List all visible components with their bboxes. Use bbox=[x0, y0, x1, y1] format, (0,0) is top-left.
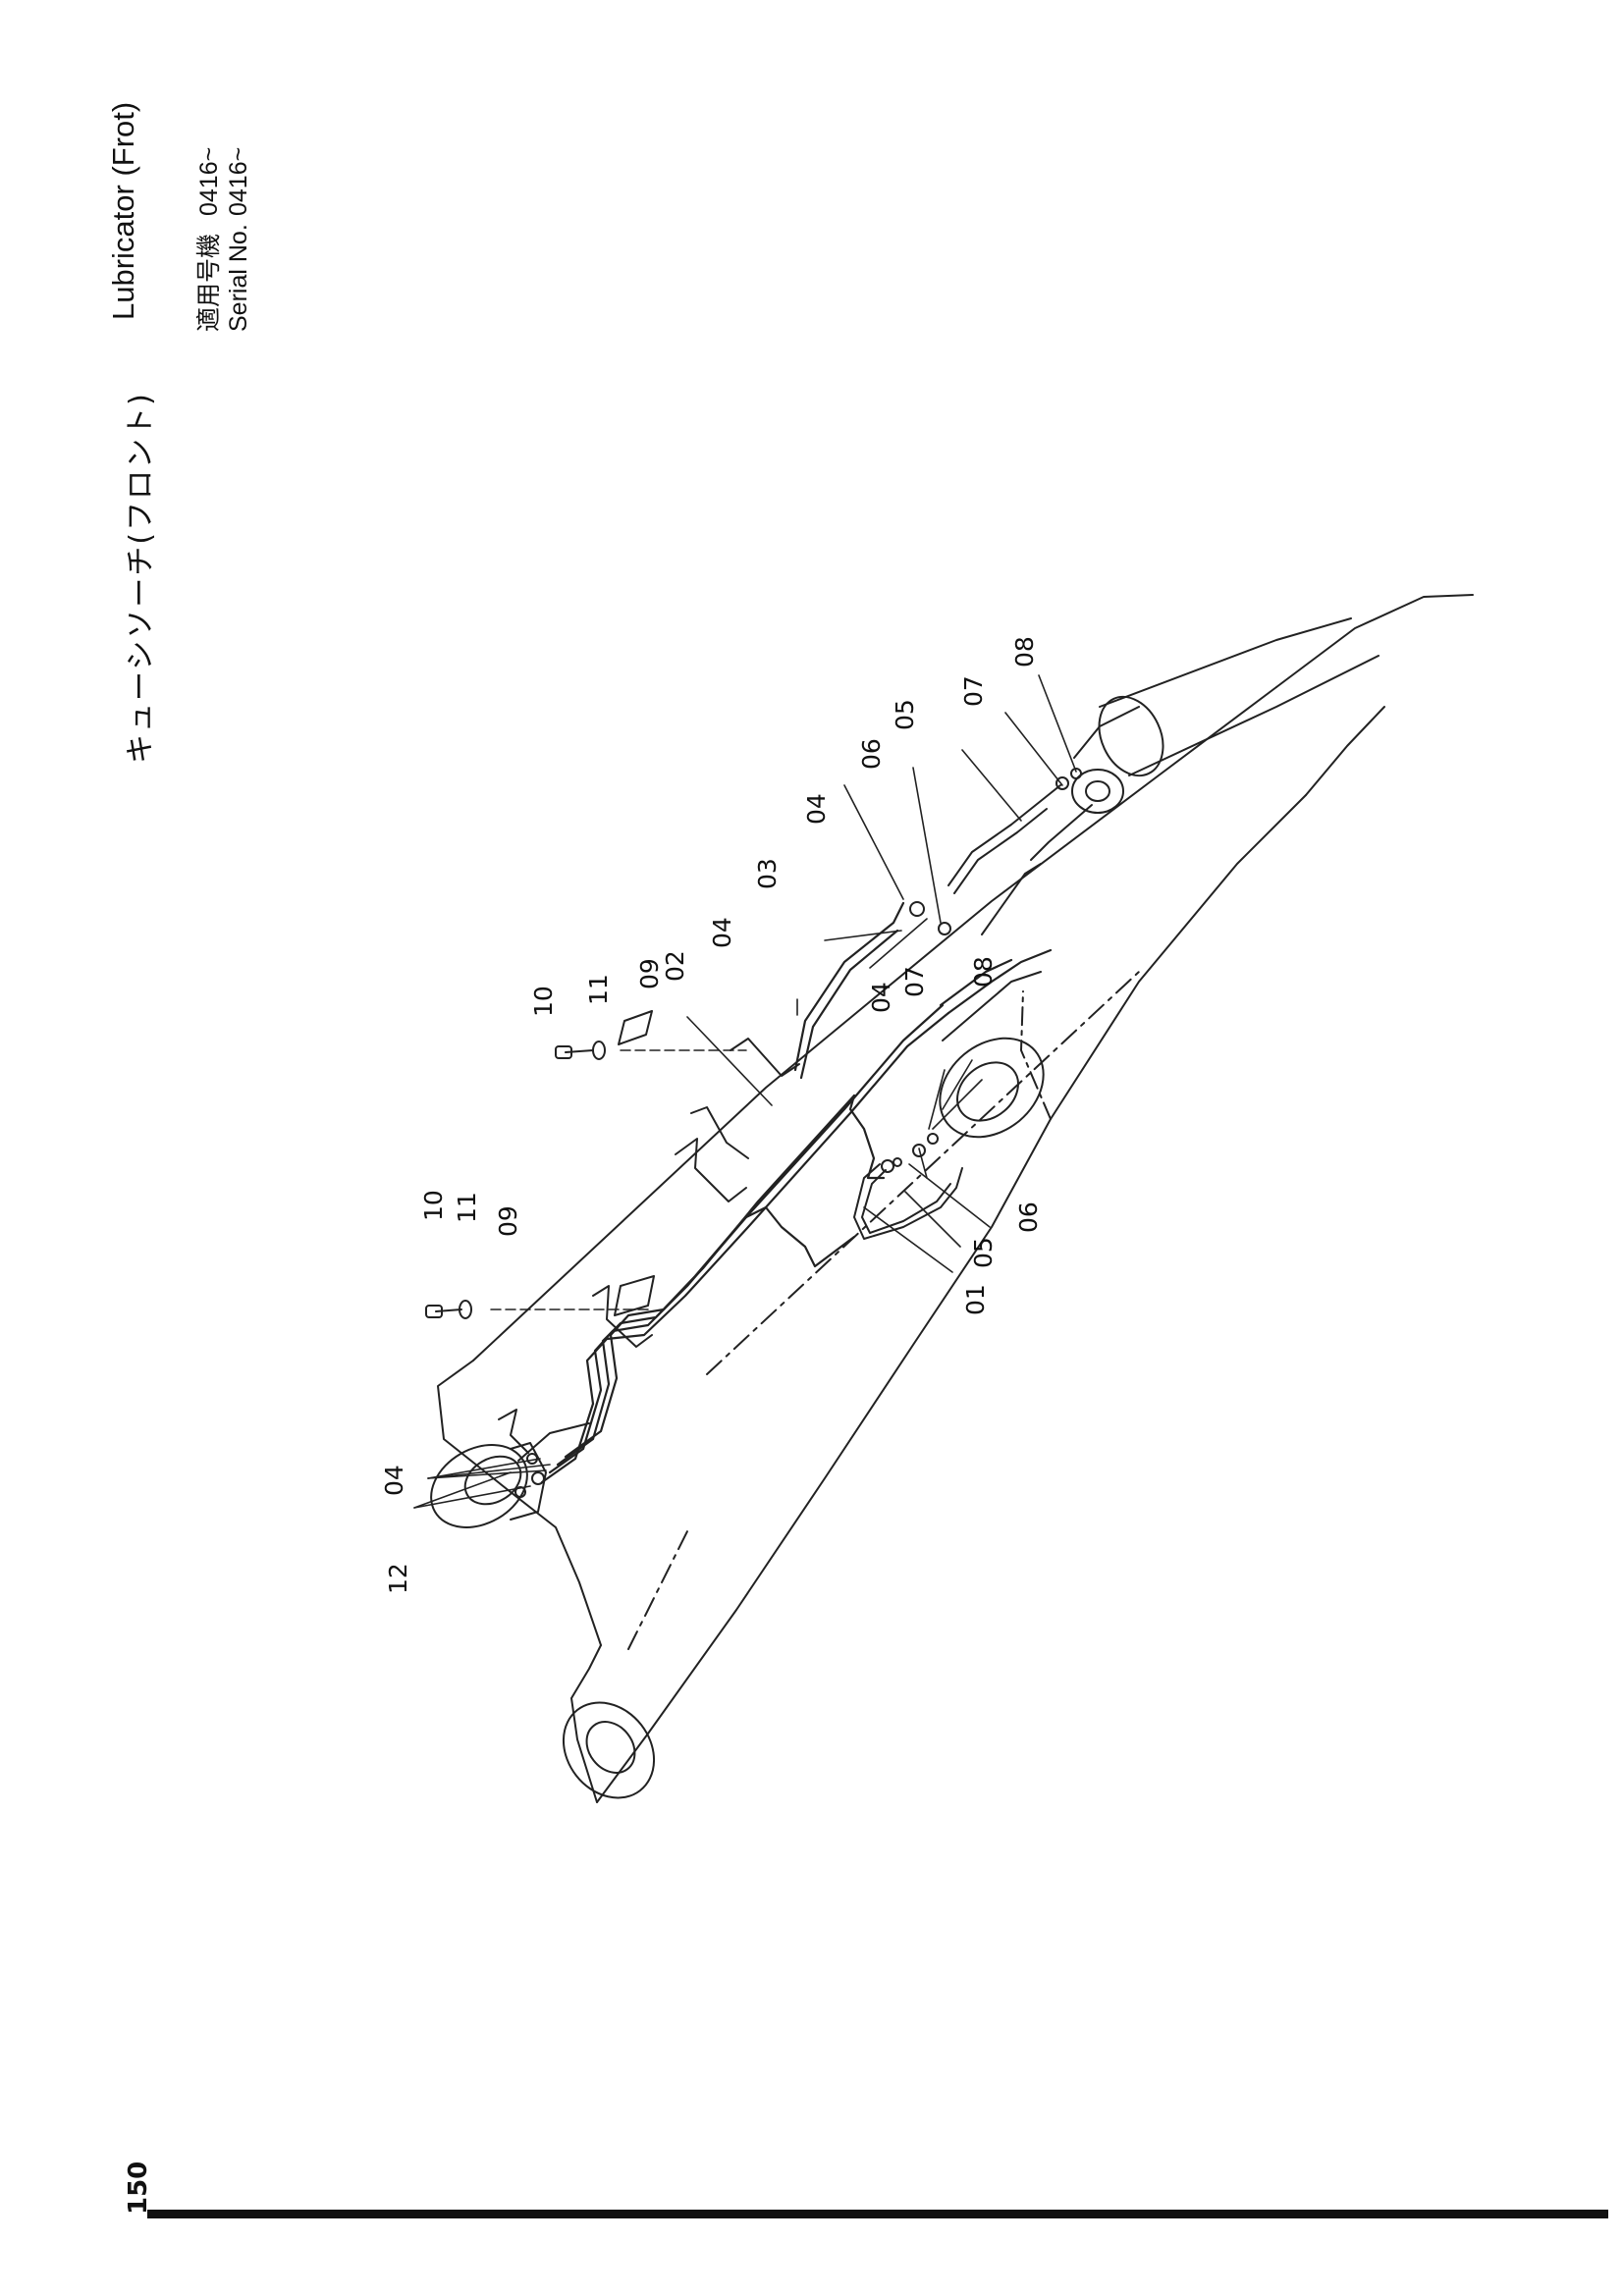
callout-06: 06 bbox=[1014, 1201, 1043, 1233]
boom-cylinder-boss bbox=[430, 1422, 590, 1528]
callout-05: 05 bbox=[891, 699, 919, 730]
callout-08: 08 bbox=[1010, 636, 1039, 667]
callout-labels: 0102030404040405050606070708080909101011… bbox=[380, 636, 1043, 1594]
leader-lines bbox=[413, 674, 1077, 1509]
hose-05-middle bbox=[853, 1163, 963, 1240]
footer-rule bbox=[147, 2210, 1608, 2218]
callout-03: 03 bbox=[753, 858, 782, 889]
callout-02: 02 bbox=[661, 950, 689, 982]
callout-04: 04 bbox=[380, 1465, 408, 1496]
callout-04: 04 bbox=[867, 982, 895, 1013]
hose-05-upper bbox=[947, 784, 1061, 935]
arm-cylinder bbox=[1030, 617, 1380, 861]
callout-12: 12 bbox=[384, 1563, 412, 1594]
callout-04: 04 bbox=[802, 793, 831, 825]
lubrication-pipe-bundle bbox=[540, 901, 1053, 1484]
pipe-clamps bbox=[498, 1038, 800, 1454]
callout-04: 04 bbox=[708, 917, 736, 948]
callout-11: 11 bbox=[584, 974, 613, 1005]
callout-10: 10 bbox=[419, 1190, 448, 1221]
middle-cylinder-boss bbox=[939, 971, 1045, 1139]
boom-outline bbox=[437, 594, 1474, 1803]
callout-09: 09 bbox=[494, 1205, 522, 1237]
callout-10: 10 bbox=[529, 986, 558, 1017]
callout-01: 01 bbox=[961, 1284, 990, 1315]
callout-07: 07 bbox=[900, 966, 929, 997]
bolts-and-washers bbox=[425, 1041, 747, 1319]
callout-09: 09 bbox=[635, 958, 664, 989]
boom-foot-boss bbox=[562, 1701, 656, 1799]
callout-08: 08 bbox=[969, 956, 998, 988]
callout-07: 07 bbox=[959, 675, 988, 707]
callout-06: 06 bbox=[857, 738, 886, 770]
callout-05: 05 bbox=[969, 1237, 998, 1268]
callout-11: 11 bbox=[453, 1192, 481, 1223]
bracket-09 bbox=[614, 1010, 655, 1316]
